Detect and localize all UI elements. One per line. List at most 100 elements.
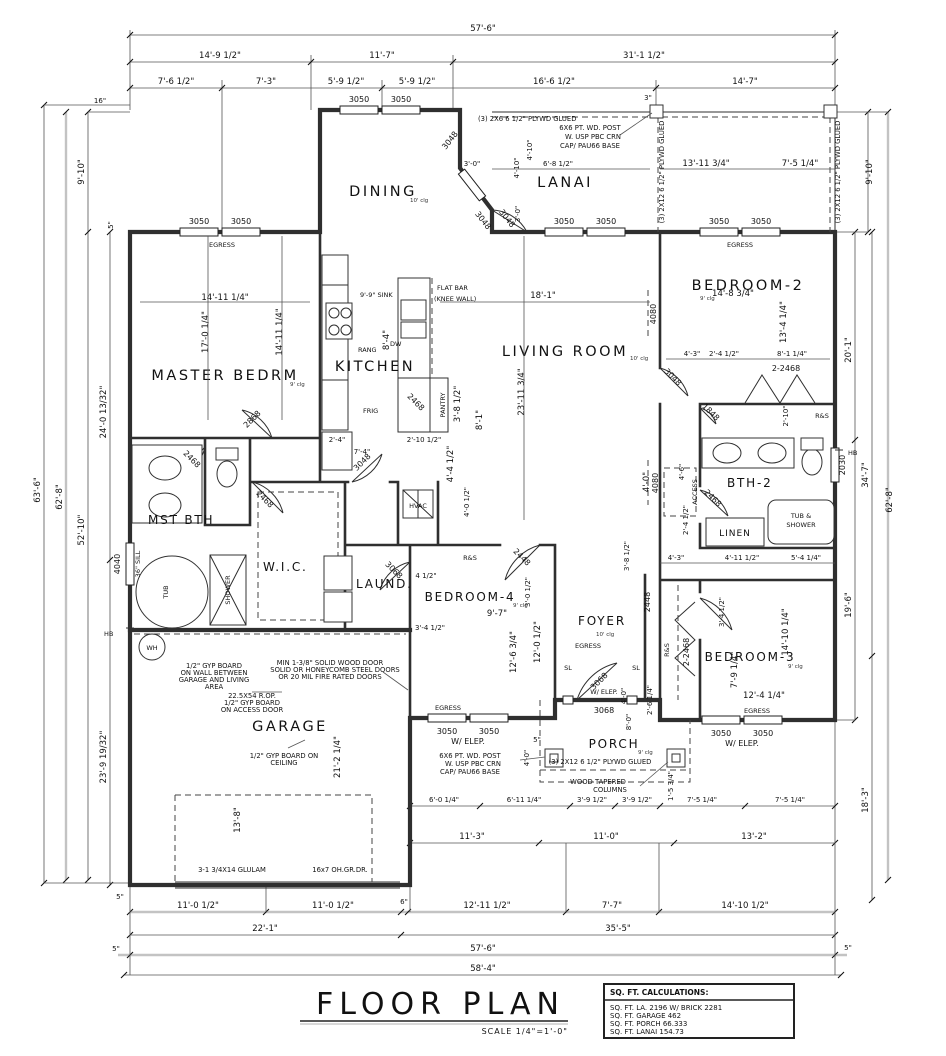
room-label-bedroom4: BEDROOM-4	[425, 590, 516, 604]
dim-label: 14'-7"	[732, 77, 758, 87]
window-label: 3050	[479, 727, 499, 736]
note-line: (3) 2X12 6 1/2" PLYWD GLUED	[549, 758, 652, 766]
room-label-dining: DINING	[349, 184, 417, 200]
dim-label: 14'-11 1/4"	[201, 293, 248, 303]
dim-label: 52'-10"	[77, 514, 87, 545]
dim-label: 3'-0"	[464, 160, 481, 168]
sink	[148, 455, 182, 481]
window-label: 3050	[437, 727, 457, 736]
dim-label: 23'-9 19/32"	[99, 731, 109, 784]
note-line: (3) 2X6 6 1/2" PLYWD GLUED	[478, 115, 576, 123]
window-label: 4040	[113, 554, 122, 574]
dim-label: 4'-11 1/2"	[725, 554, 760, 562]
dim-label: 14'-10 1/4"	[781, 608, 791, 655]
dim-label: 3'-0 1/2"	[524, 577, 532, 607]
dim-label: 6'-8 1/2"	[543, 160, 573, 168]
dim-label: 22'-1"	[252, 924, 278, 934]
dim-label: 13'-2"	[741, 832, 767, 842]
interior-dimensions: 14'-11 1/4" 17'-0 1/4" 14'-11 1/4" 8'-4"…	[140, 94, 835, 833]
room-label-bth2: BTH-2	[727, 476, 773, 490]
door-note: W/ ELEP.	[590, 688, 618, 696]
note-line: (3) 2X12 6 1/2" PLYWD GLUED	[658, 121, 666, 224]
dim-label: 11'-0 1/2"	[312, 901, 354, 911]
dim-label: 3'-4 1/2"	[718, 597, 726, 627]
label-sill: 36" SILL	[134, 550, 142, 577]
dim-label: 2'-10 1/2"	[407, 436, 442, 444]
dim-label: 8'-0"	[625, 714, 633, 731]
room-label-kitchen: KITCHEN	[335, 359, 415, 375]
fixture-label-tub: TUB	[162, 585, 170, 599]
room-labels: DINING 10' clg LANAI MASTER BEDRM 9' clg…	[148, 175, 816, 756]
dim-label: 7'-4"	[354, 448, 371, 456]
dim-label: 18'-1"	[530, 291, 556, 301]
room-label-bedroom3: BEDROOM-3	[705, 650, 796, 664]
note-line: 1/2" GYP BOARD ON	[250, 752, 319, 760]
dim-label: 3'-9 1/2"	[577, 796, 607, 804]
dim-label: 3'-4 1/2"	[415, 624, 445, 632]
window-label: 3050	[554, 217, 574, 226]
note-line: COLUMNS	[593, 786, 627, 794]
dim-label: 14'-10 1/2"	[721, 901, 768, 911]
windows	[125, 105, 840, 725]
fixture-label-dw: DW	[390, 340, 402, 348]
door-label: 2448	[511, 547, 532, 568]
note-line: CEILING	[270, 759, 297, 767]
post	[823, 104, 838, 119]
linen-cabinet	[705, 517, 765, 547]
note-line: MIN 1-3/8" SOLID WOOD DOOR	[277, 659, 384, 667]
egress-note: EGRESS	[744, 707, 770, 715]
sqft-table: SQ. FT. CALCULATIONS: SQ. FT. LA. 2196 W…	[603, 983, 795, 1039]
window-label: 3050	[391, 95, 411, 104]
room-label-lanai: LANAI	[537, 175, 593, 191]
dim-label: 12'-0 1/2"	[533, 621, 543, 663]
dim-label: 11'-0 1/2"	[177, 901, 219, 911]
sqft-row: SQ. FT. PORCH 66.333	[610, 1020, 687, 1028]
kitchen-sink	[400, 299, 427, 321]
dim-label: 20'-1"	[844, 337, 854, 363]
note-line: ON ACCESS DOOR	[221, 706, 284, 714]
dim-label: 9'-7"	[487, 609, 507, 619]
construction-notes: 6X6 PT. WD. POST W. USP PBC CRN CAP/ PAU…	[179, 115, 842, 874]
sheet-scale: SCALE 1/4"=1'-0"	[482, 1027, 568, 1036]
sqft-row: SQ. FT. LANAI 154.73	[610, 1028, 684, 1036]
doors	[181, 209, 816, 701]
dim-label: 4'-3"	[668, 554, 685, 562]
dim-label: 19'-6"	[844, 592, 854, 618]
room-label-pantry: PANTRY	[439, 393, 447, 418]
post	[649, 104, 664, 119]
lanai-structure	[492, 104, 838, 232]
egress-note: EGRESS	[435, 704, 461, 712]
window-label: 3050	[751, 217, 771, 226]
dim-label: 7'-5 1/4"	[687, 796, 717, 804]
sheet-title: FLOOR PLAN	[316, 987, 565, 1022]
door-label: 3068	[594, 706, 614, 715]
dim-label: 4 1/2"	[415, 572, 436, 580]
washer	[323, 555, 353, 591]
ceiling-height: 9' clg	[788, 664, 803, 670]
room-label-foyer: FOYER	[578, 614, 626, 628]
dim-label: 3'-8 1/2"	[623, 541, 631, 571]
dim-label: 1'-5 3/4"	[667, 771, 675, 801]
dim-label: 3"	[644, 94, 652, 102]
dim-label: 57'-6"	[470, 24, 496, 34]
room-label-hvac: HVAC	[409, 502, 427, 510]
dim-label: 4'-0"	[620, 688, 628, 705]
dim-label: 4'-10"	[513, 157, 521, 178]
room-label-linen: LINEN	[719, 529, 751, 539]
ceiling-height: 10' clg	[410, 198, 428, 204]
sqft-row: SQ. FT. LA. 2196 W/ BRICK 2281	[610, 1004, 722, 1012]
label-knee-wall: (KNEE WALL)	[434, 295, 476, 303]
note-line: 6X6 PT. WD. POST	[559, 124, 621, 132]
dim-label: 2'-6 1/4"	[646, 685, 654, 715]
note-line: 16x7 OH.GR.DR.	[312, 866, 367, 874]
note-line: (3) 2X12 6 1/2" PLYWD GLUED	[834, 121, 842, 224]
window-label: 3050	[189, 217, 209, 226]
dim-label: 4'-3"	[684, 350, 701, 358]
ceiling-height: 10' clg	[630, 356, 648, 362]
dim-label: 7'-5 1/4"	[782, 159, 819, 169]
dim-label: 4'-0"	[523, 750, 531, 767]
room-label-mst-bth: MST BTH	[148, 513, 214, 527]
room-label-laund: LAUND.	[356, 577, 413, 591]
dim-label: 7'-7"	[602, 901, 622, 911]
fixture-label-range: RANG	[358, 346, 377, 354]
